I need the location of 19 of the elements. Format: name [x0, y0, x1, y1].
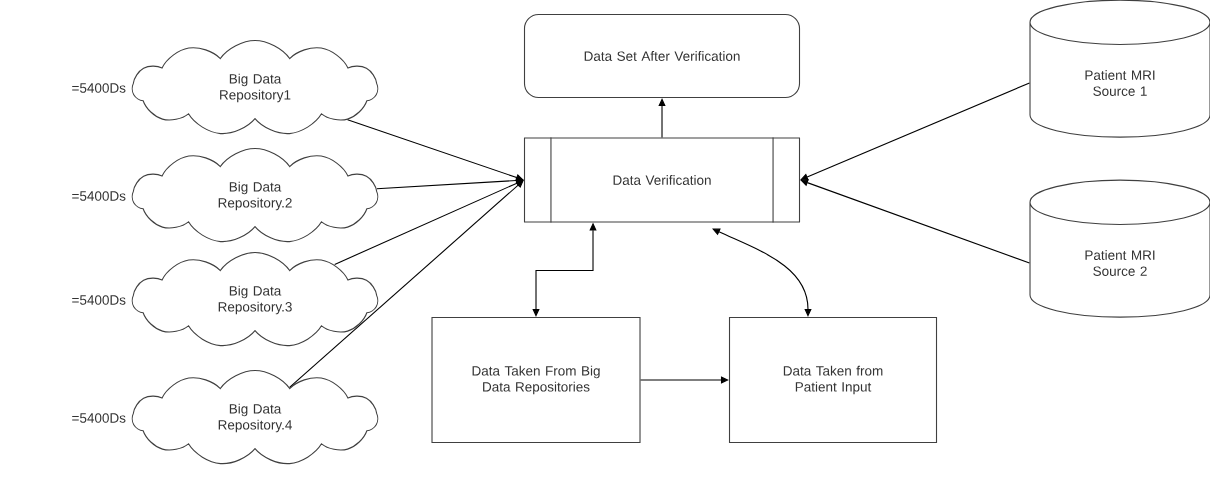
side-label: =5400Ds [72, 191, 126, 201]
process-box: Data Taken from Patient Input [728, 316, 938, 444]
process-box: Data Taken From Big Data Repositories [431, 316, 641, 444]
side-label: =5400Ds [72, 295, 126, 305]
arrow [640, 376, 729, 384]
side-label: =5400Ds [72, 413, 126, 423]
side-label: =5400Ds [72, 83, 126, 93]
arrow [658, 98, 666, 138]
arrow [289, 180, 524, 388]
rounded-box: Data Set After Verification [523, 13, 801, 99]
arrow [334, 179, 524, 265]
arrow [800, 82, 1030, 181]
arrow [347, 119, 524, 181]
process-box: Data Verification [523, 136, 801, 224]
database-cylinder: Patient MRI Source 2 [1029, 179, 1210, 318]
database-cylinder: Patient MRI Source 1 [1029, 0, 1210, 138]
arrow [712, 228, 812, 317]
arrow [376, 176, 524, 190]
arrow [800, 179, 1030, 264]
